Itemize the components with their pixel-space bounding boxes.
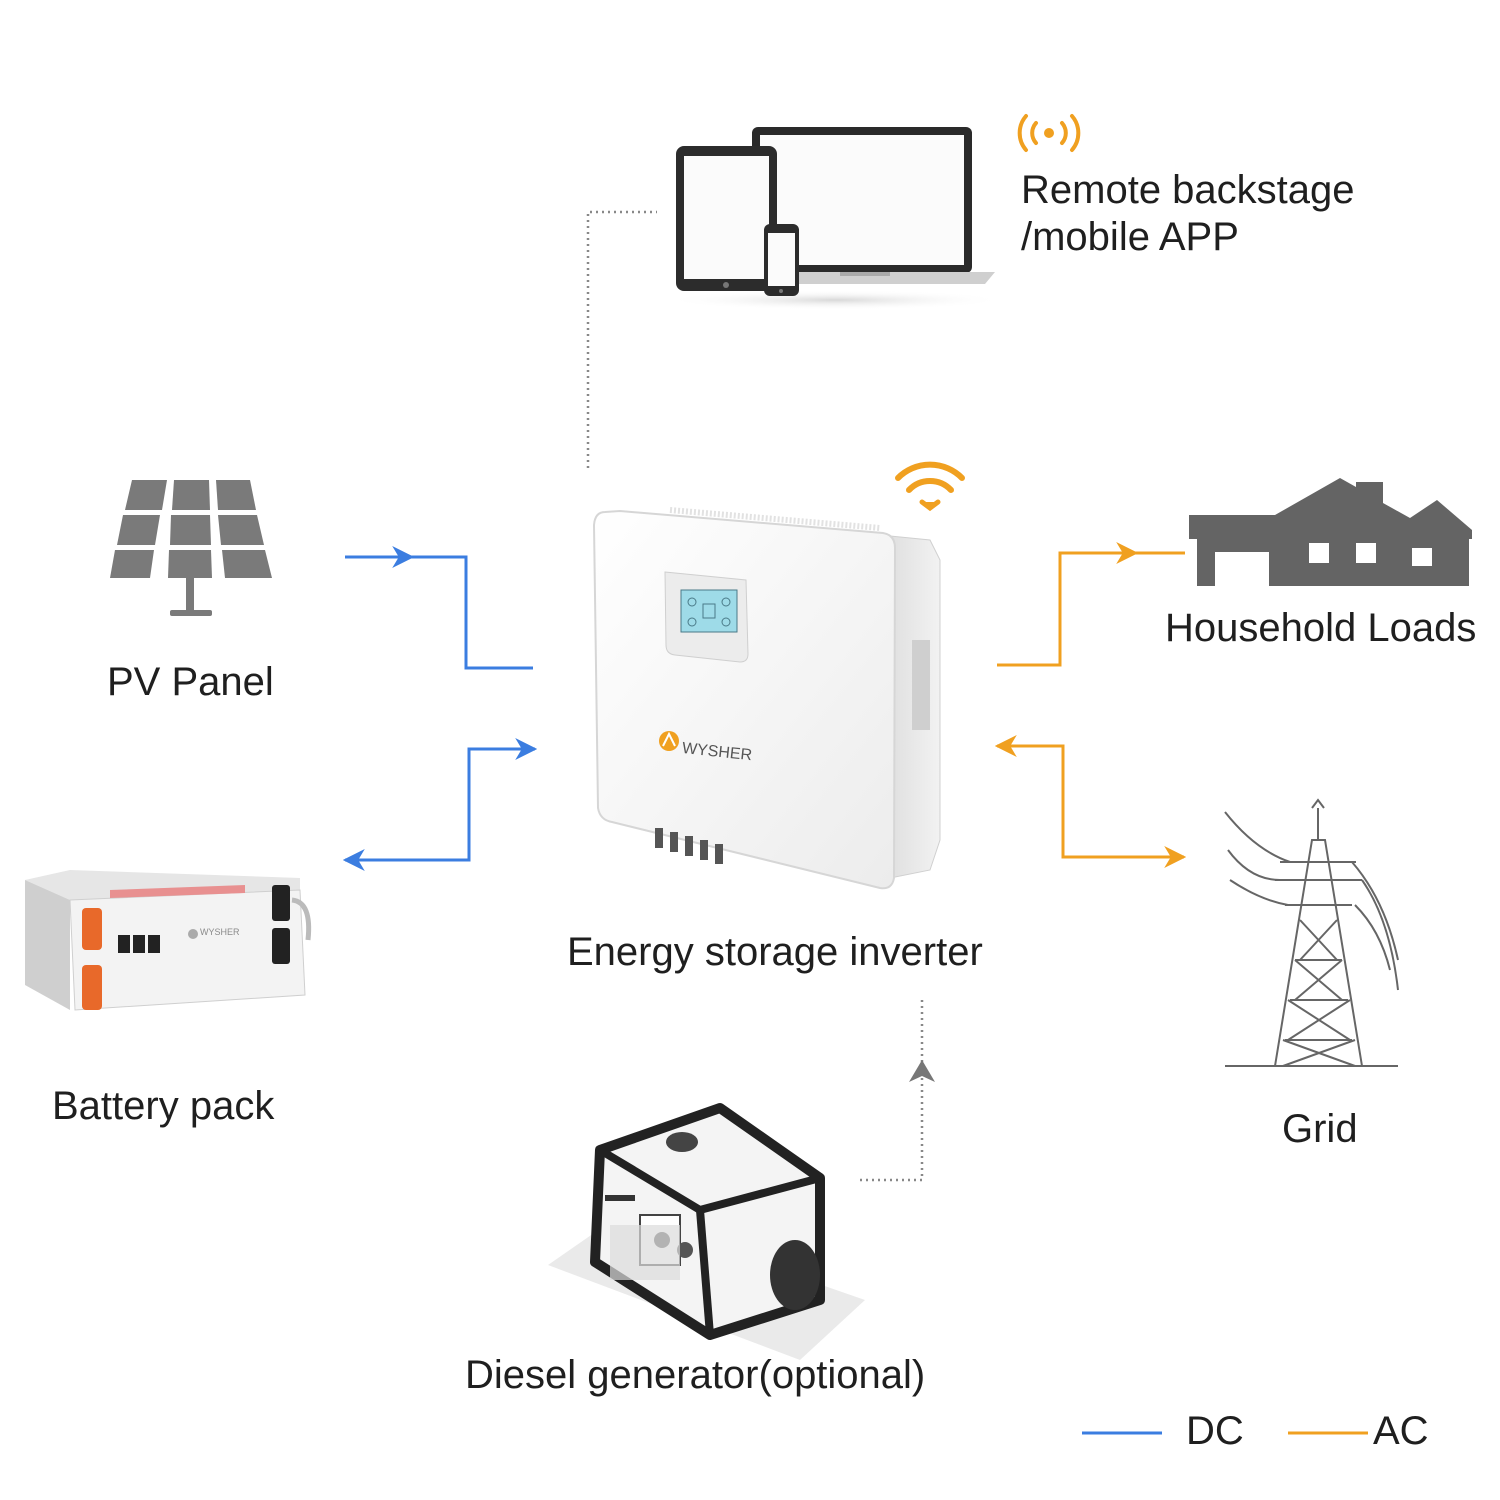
pv-dc-line: [345, 555, 533, 670]
house-icon: [1189, 478, 1472, 586]
generator-arrow-icon: [909, 1060, 935, 1082]
wireless-signal-icon: [1017, 114, 1081, 152]
remote-dotted-line: [586, 210, 657, 468]
legend-dc-label: DC: [1186, 1409, 1244, 1453]
generator-icon: [548, 1103, 865, 1360]
legend-ac-label: AC: [1373, 1409, 1429, 1453]
battery-rack-icon: [25, 870, 312, 1011]
transmission-tower-icon: [1224, 798, 1399, 1067]
generator-dotted-line: [860, 1000, 924, 1182]
tablet-laptop-phone-icon: [665, 127, 1005, 310]
wifi-icon: [895, 461, 965, 512]
battery-pack-label: Battery pack: [52, 1084, 275, 1128]
household-ac-line: [997, 551, 1185, 667]
battery-brand-label: WYSHER: [200, 927, 240, 937]
pv-panel-label: PV Panel: [107, 660, 274, 704]
battery-dc-line: [342, 738, 538, 871]
remote-label-line1: Remote backstage: [1021, 168, 1355, 212]
inverter-label: Energy storage inverter: [567, 930, 983, 974]
remote-label-line2: /mobile APP: [1021, 215, 1239, 259]
generator-label: Diesel generator(optional): [465, 1353, 926, 1397]
grid-ac-line: [994, 735, 1187, 868]
inverter-device: [592, 507, 941, 890]
grid-label: Grid: [1282, 1107, 1358, 1151]
solar-panel-icon: [110, 480, 272, 616]
household-loads-label: Household Loads: [1165, 606, 1477, 650]
